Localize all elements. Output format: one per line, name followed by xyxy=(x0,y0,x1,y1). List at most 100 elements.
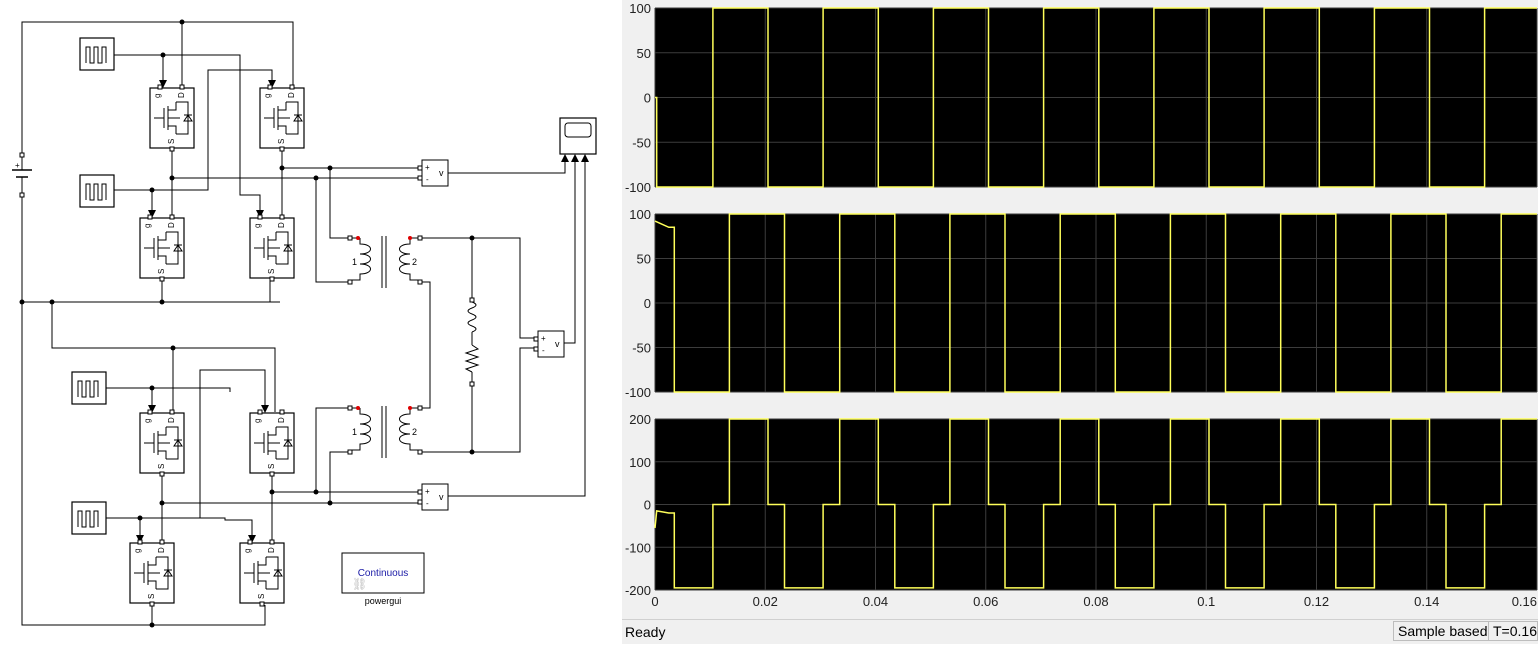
voltage-measurement-block[interactable]: +-v xyxy=(533,330,565,358)
status-ready: Ready xyxy=(625,624,666,640)
y-tick-label: 0 xyxy=(644,498,651,513)
minus-port-label: - xyxy=(542,346,545,355)
pulse-generator-block[interactable] xyxy=(79,37,115,71)
scope-icon xyxy=(564,122,592,138)
source-port-label: S xyxy=(167,139,176,144)
signal-trace xyxy=(654,213,1537,393)
drain-port-label: D xyxy=(287,92,296,98)
mosfet-symbol-icon xyxy=(144,231,183,265)
status-sample-mode: Sample based xyxy=(1393,621,1489,641)
mosfet-block[interactable]: g D S xyxy=(259,84,305,152)
voltage-measurement-block[interactable]: +-v xyxy=(417,159,449,187)
source-port-label: S xyxy=(267,269,276,274)
mosfet-block[interactable]: g D S xyxy=(249,214,295,282)
link-icon: ⛓ xyxy=(352,577,367,591)
mosfet-symbol-icon xyxy=(254,426,293,460)
y-tick-label: 0 xyxy=(644,91,651,106)
plus-port-label: + xyxy=(425,487,430,496)
x-tick-label: 0.1 xyxy=(1197,594,1215,609)
y-tick-label: -100 xyxy=(625,540,651,555)
pulse-icon xyxy=(85,183,107,201)
drain-port-label: D xyxy=(277,222,286,228)
mosfet-symbol-icon xyxy=(134,556,173,590)
y-tick-label: -100 xyxy=(625,180,651,195)
signal-trace xyxy=(654,418,1537,589)
x-tick-label: 0.14 xyxy=(1414,594,1439,609)
powergui-block[interactable]: Continuous ⛓ powergui xyxy=(341,552,425,606)
gate-port-label: g xyxy=(153,94,162,98)
voltage-measurement-block[interactable]: + - v xyxy=(417,483,449,511)
winding-1-label: 1 xyxy=(352,427,357,437)
junction-dots xyxy=(19,19,475,628)
mosfet-block[interactable]: g D S xyxy=(139,214,185,282)
y-tick-label: 100 xyxy=(629,455,651,470)
mosfet-symbol-icon xyxy=(154,101,193,135)
signal-wires xyxy=(21,21,589,626)
y-tick-label: 0 xyxy=(644,296,651,311)
svg-text:+: + xyxy=(15,161,20,170)
pulse-generator-block[interactable] xyxy=(71,501,107,535)
voltmeter-label: v xyxy=(555,339,560,349)
y-tick-label: 100 xyxy=(629,207,651,222)
scope-block[interactable] xyxy=(559,117,597,155)
mosfet-symbol-icon xyxy=(264,101,303,135)
gate-port-label: g xyxy=(253,224,262,228)
powergui-name: powergui xyxy=(365,596,402,606)
powergui-mode: Continuous xyxy=(358,568,409,579)
scope-plot-area[interactable]: 100500-50-100100500-50-1002001000-100-20… xyxy=(622,0,1538,619)
y-tick-label: 50 xyxy=(637,252,651,267)
drain-port-label: D xyxy=(167,417,176,423)
source-port-label: S xyxy=(267,464,276,469)
x-tick-label: 0.02 xyxy=(753,594,778,609)
source-port-label: S xyxy=(147,594,156,599)
resistor-icon xyxy=(464,344,480,373)
mosfet-symbol-icon xyxy=(144,426,183,460)
source-port-label: S xyxy=(277,139,286,144)
pulse-icon xyxy=(85,46,107,64)
winding-2-label: 2 xyxy=(412,427,417,437)
gate-port-label: g xyxy=(263,94,272,98)
drain-port-label: D xyxy=(157,547,166,553)
x-tick-label: 0.06 xyxy=(973,594,998,609)
dc-voltage-source[interactable]: + xyxy=(12,152,32,198)
mosfet-block[interactable]: g D S xyxy=(149,84,195,152)
drain-port-label: D xyxy=(267,547,276,553)
minus-port-label: - xyxy=(426,499,429,508)
y-tick-label: 200 xyxy=(629,412,651,427)
mosfet-symbol-icon xyxy=(254,231,293,265)
x-tick-label: 0.12 xyxy=(1304,594,1329,609)
gate-port-label: g xyxy=(253,419,262,423)
source-port-label: S xyxy=(157,464,166,469)
x-tick-label: 0.04 xyxy=(863,594,888,609)
minus-port-label: - xyxy=(426,175,429,184)
y-tick-label: -50 xyxy=(632,341,651,356)
status-bar: Ready Sample based T=0.160 xyxy=(622,619,1538,644)
source-port-label: S xyxy=(157,269,166,274)
inductor-icon xyxy=(467,301,477,333)
drain-port-label: D xyxy=(167,222,176,228)
voltmeter-label: v xyxy=(439,492,444,502)
pulse-generator-block[interactable] xyxy=(79,174,115,208)
y-tick-label: 100 xyxy=(629,1,651,16)
x-tick-label: 0.08 xyxy=(1083,594,1108,609)
scope-axes[interactable]: 100 50 0 -50 -100 xyxy=(625,207,1538,400)
signal-trace xyxy=(655,7,1537,188)
gate-port-label: g xyxy=(143,224,152,228)
drain-port-label: D xyxy=(177,92,186,98)
rl-load[interactable] xyxy=(464,297,480,387)
pulse-icon xyxy=(77,510,99,528)
y-tick-label: -100 xyxy=(625,385,651,400)
winding-2-label: 2 xyxy=(412,257,417,267)
pulse-generator-block[interactable] xyxy=(71,371,107,405)
